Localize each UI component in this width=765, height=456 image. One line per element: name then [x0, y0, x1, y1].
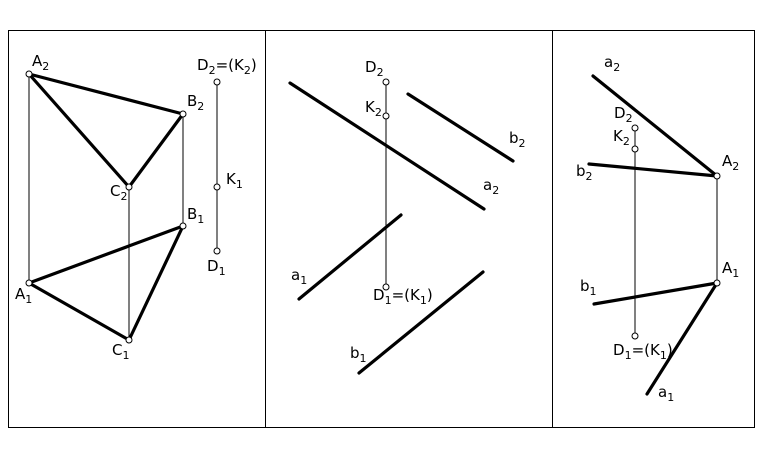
- label-d2-p2: D2: [365, 58, 384, 79]
- point-d1: [213, 247, 221, 255]
- point-k1: [213, 183, 221, 191]
- label-a2-line-p3: a2: [604, 53, 620, 74]
- label-k2-p2: K2: [365, 98, 382, 119]
- label-b1-p2: b1: [350, 344, 367, 365]
- edge-b1-c1: [127, 224, 185, 342]
- label-a2-p2: a2: [483, 176, 499, 197]
- line-b1-p2: [357, 270, 485, 375]
- point-d2-p3: [631, 124, 639, 132]
- label-a1: A1: [15, 285, 32, 306]
- point-k2-p2: [382, 112, 390, 120]
- label-a2-point-p3: A2: [722, 152, 739, 173]
- label-a2: A2: [32, 52, 49, 73]
- edge-a2-b2: [27, 72, 185, 116]
- outer-frame: [8, 30, 755, 428]
- point-a2: [25, 70, 33, 78]
- line-b1-p3: [592, 281, 719, 306]
- edge-b2-c2: [127, 112, 185, 189]
- label-b2: B2: [187, 92, 204, 113]
- line-b2-p2: [406, 92, 515, 163]
- point-b1: [179, 222, 187, 230]
- label-k1: K1: [226, 170, 243, 191]
- label-b2-p2: b2: [509, 129, 526, 150]
- point-d2-p2: [382, 78, 390, 86]
- edge-a2-c2: [27, 72, 131, 189]
- point-a2-p3: [713, 172, 721, 180]
- line-a2-p3: [591, 74, 719, 178]
- label-a1-line-p3: a1: [658, 383, 674, 404]
- point-a1: [25, 279, 33, 287]
- label-d2-k2: D2=(K2): [197, 56, 257, 77]
- label-b1: B1: [187, 205, 204, 226]
- label-k2-p3: K2: [613, 127, 630, 148]
- label-d1-k1-p2: D1=(K1): [373, 286, 433, 307]
- label-d2-p3: D2: [614, 104, 633, 125]
- point-d1-p2: [382, 283, 390, 291]
- line-a2-p2: [288, 81, 486, 211]
- point-c2: [125, 183, 133, 191]
- label-a1-point-p3: A1: [722, 259, 739, 280]
- label-d1-k1-p3: D1=(K1): [613, 341, 673, 362]
- edge-a1-b1: [27, 224, 185, 285]
- line-b2-p3: [587, 162, 719, 178]
- edge-a1-c1: [27, 281, 131, 342]
- line-a1-p3: [645, 281, 719, 396]
- point-d1-p3: [631, 332, 639, 340]
- point-d2: [213, 78, 221, 86]
- line-a1-p2: [297, 213, 403, 301]
- panel-3: a2 D2 K2 b2 A2 A1 b1 D1=(K1) a1: [576, 53, 739, 404]
- label-d1: D1: [207, 257, 226, 278]
- point-c1: [125, 336, 133, 344]
- label-c2: C2: [110, 182, 127, 203]
- label-b1-p3: b1: [580, 277, 597, 298]
- label-c1: C1: [112, 341, 129, 362]
- panel-2: D2 K2 b2 a2 a1 D1=(K1) b1: [288, 58, 526, 375]
- point-b2: [179, 110, 187, 118]
- panel-1: A2 B2 C2 B1 A1 C1 D2=(K2) K1 D1: [15, 52, 257, 362]
- point-k2-p3: [631, 145, 639, 153]
- label-b2-p3: b2: [576, 162, 593, 183]
- label-a1-p2: a1: [291, 266, 307, 287]
- point-a1-p3: [713, 279, 721, 287]
